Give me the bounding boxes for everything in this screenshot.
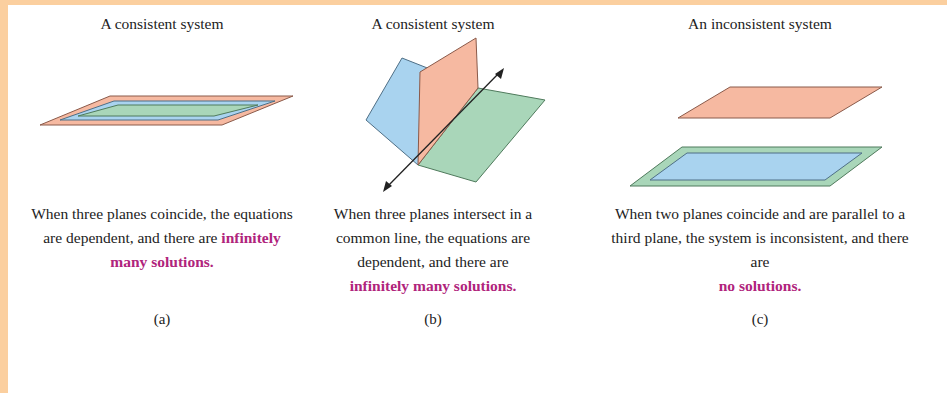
page-border <box>0 0 8 393</box>
panel-heading: A consistent system <box>100 15 223 32</box>
panel-letter: (c) <box>752 311 769 327</box>
highlight-text: infinitely many solutions. <box>308 274 558 298</box>
panel-heading-block: A consistent system <box>27 14 297 34</box>
panel-caption-block: When three planes intersect in a common … <box>308 202 558 298</box>
panel-caption-block: When two planes coincide and are paralle… <box>610 202 910 298</box>
panel-heading: A consistent system <box>371 15 494 32</box>
panel-heading: An inconsistent system <box>688 15 832 32</box>
panel-letter: (a) <box>154 311 171 327</box>
page-border <box>0 0 947 5</box>
panel-letter: (b) <box>424 311 442 327</box>
highlight-text: no solutions. <box>610 274 910 298</box>
panel-heading-block: A consistent system <box>298 14 568 34</box>
panel-letter-block: (b) <box>403 309 463 329</box>
caption-text: When two planes coincide and are paralle… <box>611 205 908 270</box>
panel-caption-block: When three planes coincide, the equation… <box>26 202 298 274</box>
panel-heading-block: An inconsistent system <box>610 14 910 34</box>
panel-letter-block: (c) <box>730 309 790 329</box>
caption-text: When three planes intersect in a common … <box>334 205 532 270</box>
panel-letter-block: (a) <box>132 309 192 329</box>
